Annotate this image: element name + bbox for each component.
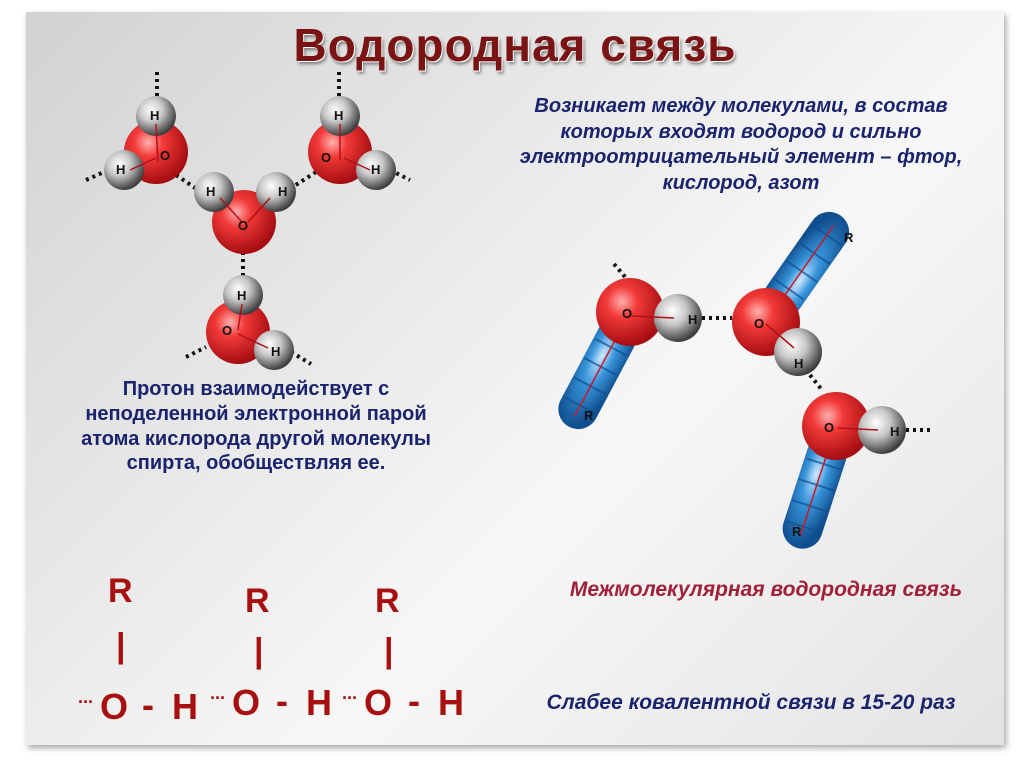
formula-dash: - [276, 680, 288, 721]
formula-dash: - [142, 684, 154, 725]
alcohol-hbond-lines [612, 262, 932, 432]
alcohol-molecule-1: O H R [558, 278, 702, 430]
formula-radical: R [375, 582, 400, 620]
bond-strength-caption: Слабее ковалентной связи в 15-20 раз [546, 691, 956, 714]
atom-label-o: O [321, 150, 331, 165]
alcohol-molecule-3: O H R [782, 392, 906, 549]
formula-bond-bar: | [254, 632, 264, 670]
atom-label-h: H [237, 288, 246, 303]
atom-label-h: H [150, 108, 159, 123]
water-molecule-1: H H O [104, 96, 188, 190]
atom-label-r: R [584, 408, 594, 423]
formula-oxygen: O [232, 682, 261, 723]
atom-label-h: H [890, 424, 899, 439]
formula-bond-bar: | [116, 627, 126, 665]
atom-label-r: R [792, 524, 802, 539]
formula-hbond-dots: ··· [210, 688, 226, 708]
proton-interaction-text: Протон взаимодействует с неподеленной эл… [81, 378, 431, 475]
atom-label-h: H [271, 344, 280, 359]
atom-label-o: O [222, 323, 232, 338]
atom-label-h: H [278, 184, 287, 199]
atom-label-h: H [206, 184, 215, 199]
water-molecule-2: H H O [308, 96, 396, 190]
formula-bond-bar: | [384, 632, 394, 670]
intermolecular-bond-caption: Межмолекулярная водородная связь [569, 578, 963, 601]
alcohol-molecule-2: O H R [732, 211, 854, 376]
water-molecule-4: H H O [206, 275, 294, 370]
atom-label-h: H [116, 162, 125, 177]
atom-label-o: O [824, 420, 834, 435]
molecule-illustrations: H H O H H O H H O [85, 72, 932, 549]
formula-hydrogen: H [306, 682, 332, 723]
formula-oxygen: O [100, 686, 129, 727]
atom-label-h: H [688, 312, 697, 327]
atom-label-h: H [371, 162, 380, 177]
formula-radical: R [108, 572, 133, 610]
formula-oxygen: O [364, 682, 393, 723]
formula-hydrogen: H [438, 682, 464, 723]
atom-label-r: R [844, 230, 854, 245]
water-molecule-3: H H O [194, 172, 296, 254]
atom-label-o: O [754, 316, 764, 331]
formula-radical: R [245, 582, 270, 620]
formula-hbond-dots: ··· [78, 692, 94, 712]
atom-label-h: H [794, 356, 803, 371]
slide-title: Водородная связь [293, 19, 737, 71]
atom-label-o: O [622, 306, 632, 321]
atom-label-o: O [160, 148, 170, 163]
formula-dash: - [408, 680, 420, 721]
atom-label-h: H [334, 108, 343, 123]
slide: H H O H H O H H O [26, 12, 1004, 745]
formula-hydrogen: H [172, 686, 198, 727]
definition-text: Возникает между молекулами, в состав кот… [519, 95, 963, 194]
formula-hbond-dots: ··· [342, 688, 358, 708]
atom-label-o: O [238, 218, 248, 233]
